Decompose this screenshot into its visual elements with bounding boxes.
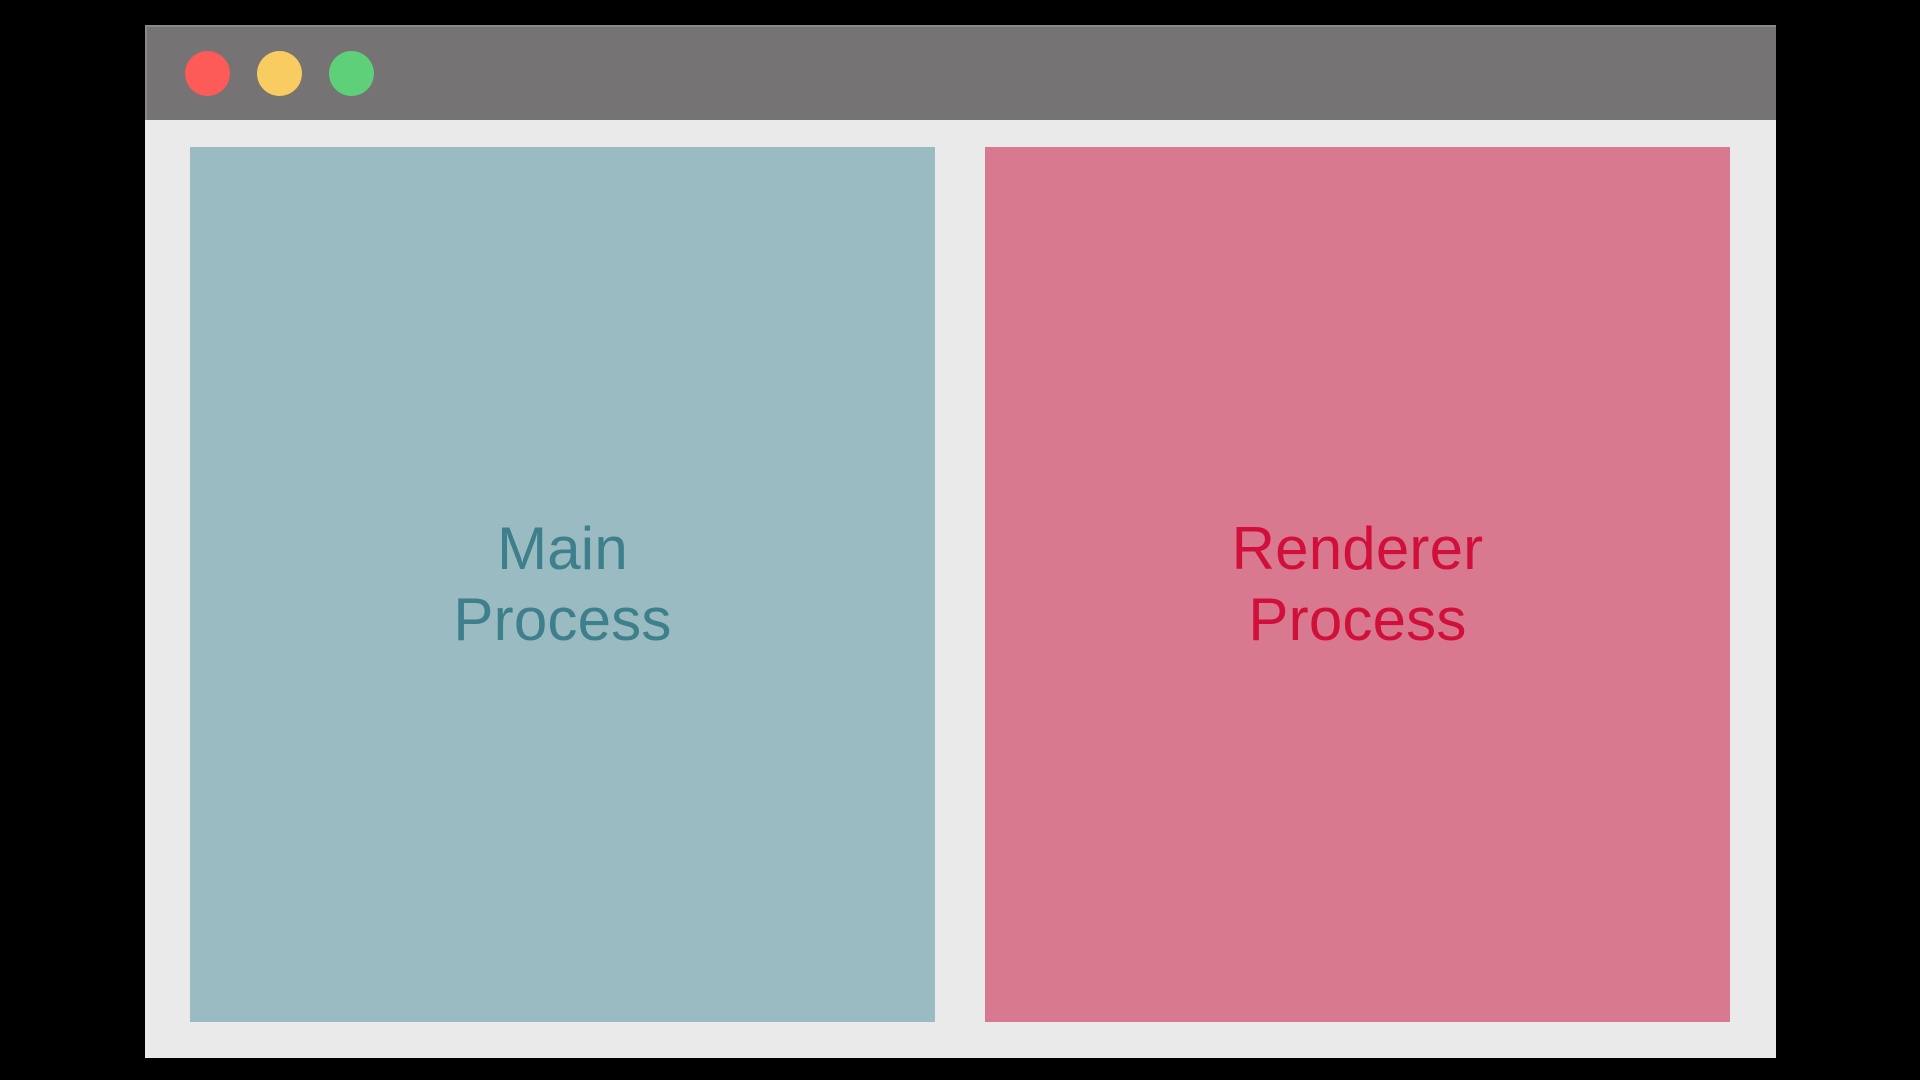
main-process-panel[interactable]: Main Process bbox=[190, 147, 935, 1022]
renderer-process-label-line-2: Process bbox=[1248, 585, 1467, 653]
renderer-process-label-line-1: Renderer bbox=[1231, 514, 1484, 582]
window-content-area: Main Process Renderer Process bbox=[145, 120, 1776, 1058]
window-titlebar[interactable] bbox=[145, 25, 1776, 120]
app-window: Main Process Renderer Process bbox=[145, 25, 1776, 1058]
main-process-label-line-2: Process bbox=[453, 585, 672, 653]
renderer-process-panel[interactable]: Renderer Process bbox=[985, 147, 1730, 1022]
minimize-window-button[interactable] bbox=[257, 51, 302, 96]
maximize-window-button[interactable] bbox=[329, 51, 374, 96]
main-process-label-line-1: Main bbox=[497, 514, 628, 582]
traffic-light-controls bbox=[185, 51, 374, 96]
close-window-button[interactable] bbox=[185, 51, 230, 96]
